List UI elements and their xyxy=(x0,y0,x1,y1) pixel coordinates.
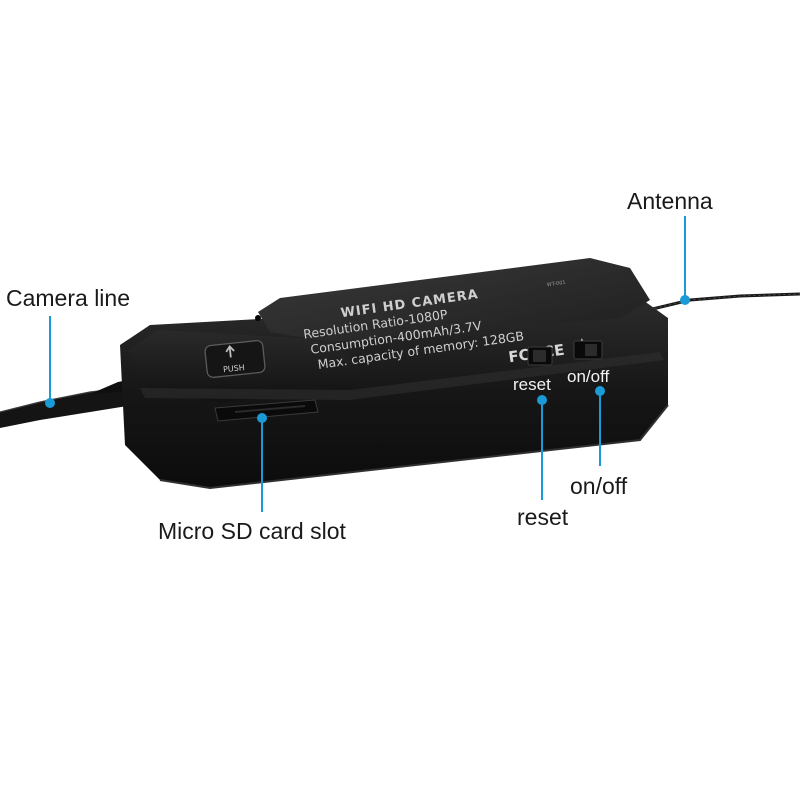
onoff-callout-dot xyxy=(595,386,605,396)
reset-switch xyxy=(527,346,553,366)
micro-sd-card-slot-label: Micro SD card slot xyxy=(158,518,346,544)
reset-callout-dot xyxy=(537,395,547,405)
camera-line-cable xyxy=(0,378,141,428)
push-label: PUSH xyxy=(223,363,246,374)
camera-line-callout-dot xyxy=(45,398,55,408)
push-button: PUSH xyxy=(204,340,266,378)
arrow-up-icon xyxy=(225,345,235,358)
antenna-callout-dot xyxy=(680,295,690,305)
antenna-label: Antenna xyxy=(627,188,713,214)
reset-label: reset xyxy=(517,504,569,530)
device-onoff-label: on/off xyxy=(567,367,610,386)
onoff-switch xyxy=(573,340,603,360)
device-reset-label: reset xyxy=(513,375,551,394)
antenna-wire xyxy=(639,292,800,314)
fc-mark: FC xyxy=(507,346,531,367)
sd-slot-callout-dot xyxy=(257,413,267,423)
callout-lines xyxy=(45,216,690,512)
onoff-label: on/off xyxy=(570,473,628,499)
micro-sd-slot xyxy=(214,399,319,422)
device-model-tag: WT-001 xyxy=(546,280,566,289)
camera-line-label: Camera line xyxy=(6,285,130,311)
